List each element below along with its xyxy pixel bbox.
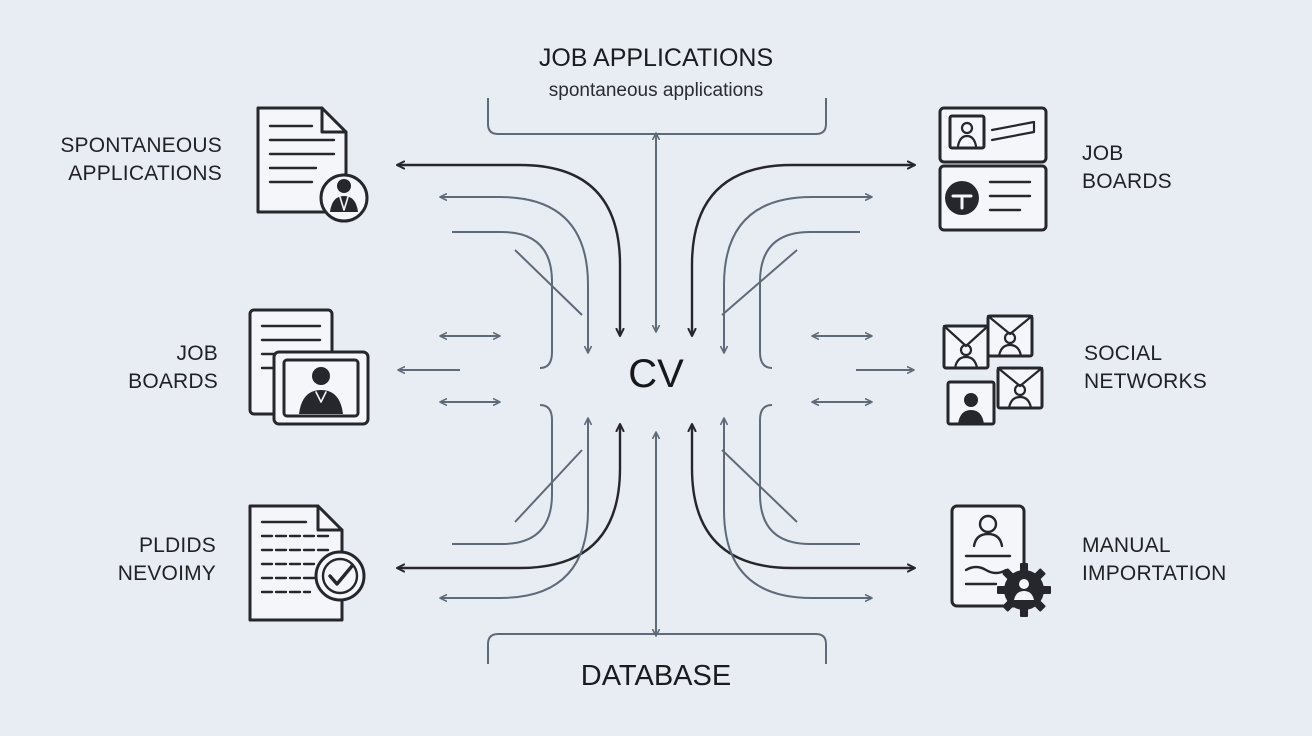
top-bracket (487, 98, 827, 135)
right-dark-curves (692, 165, 915, 568)
right-source-label-1: JOB BOARDS (1082, 142, 1172, 193)
right-secondary-curves (720, 193, 873, 602)
center-cv-label: CV (628, 352, 684, 396)
document-check-icon (248, 504, 366, 622)
left-source-label-2: JOB BOARDS (128, 342, 218, 393)
right-short-arrows (811, 332, 915, 406)
left-short-arrows (397, 332, 501, 406)
right-source-label-3: MANUAL IMPORTATION (1082, 534, 1227, 585)
left-dark-curves (397, 165, 620, 568)
profile-gear-icon (950, 504, 1051, 617)
top-subtitle: spontaneous applications (548, 80, 764, 101)
document-person-icon (256, 106, 369, 223)
right-source-label-2: SOCIAL NETWORKS (1084, 342, 1207, 393)
bottom-title: DATABASE (580, 660, 732, 692)
left-source-label-3: PLDIDS NEVOIMY (117, 534, 216, 585)
left-secondary-curves (439, 193, 592, 602)
profile-photos-icon (942, 314, 1044, 426)
top-title: JOB APPLICATIONS (538, 44, 774, 72)
id-cards-icon (938, 106, 1048, 232)
gear-icon (997, 563, 1051, 617)
document-profile-icon (248, 308, 370, 426)
left-source-label-1: SPONTANEOUS APPLICATIONS (60, 134, 222, 185)
